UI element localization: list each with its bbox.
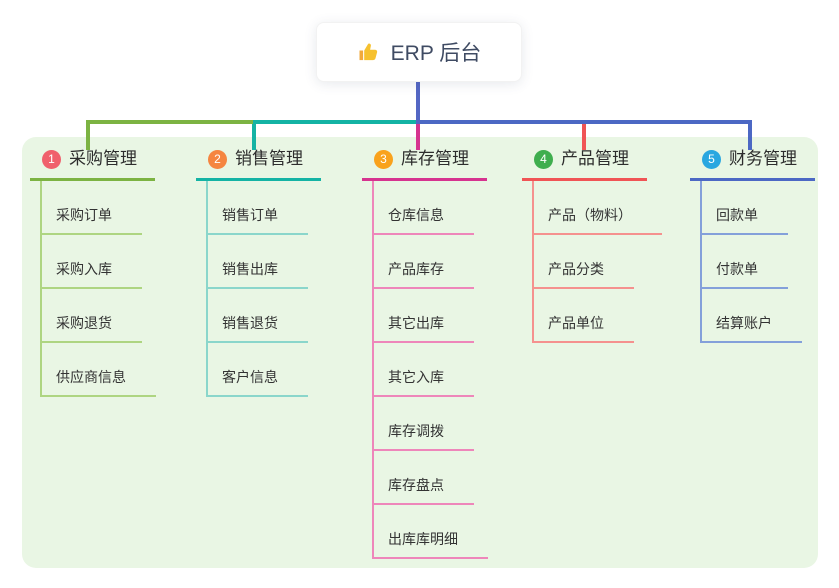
branch-1: 1 采购管理采购订单采购入库采购退货供应商信息 — [30, 147, 156, 397]
branch-5: 5 财务管理回款单付款单结算账户 — [690, 147, 815, 343]
branch-number-badge: 2 — [208, 149, 227, 169]
branch-title-label: 采购管理 — [69, 149, 137, 168]
child-node-row: 结算账户 — [702, 289, 802, 343]
branch-title-node[interactable]: 3 库存管理 — [362, 147, 487, 181]
branch-number-badge: 1 — [42, 149, 61, 169]
child-node[interactable]: 产品单位 — [534, 313, 634, 343]
child-node-row: 供应商信息 — [42, 343, 156, 397]
branch-children: 产品（物料） 产品分类产品单位 — [532, 181, 662, 343]
child-node-row: 其它入库 — [374, 343, 488, 397]
mindmap-root-node[interactable]: ERP 后台 — [316, 22, 522, 82]
child-node-row: 产品单位 — [534, 289, 662, 343]
branch-title-node[interactable]: 5 财务管理 — [690, 147, 815, 181]
child-node-row: 销售出库 — [208, 235, 308, 289]
child-node-row: 产品分类 — [534, 235, 662, 289]
child-node[interactable]: 仓库信息 — [374, 205, 474, 235]
branch-3: 3 库存管理仓库信息产品库存其它出库其它入库库存调拨库存盘点出库库明细 — [362, 147, 488, 559]
child-node-row: 销售退货 — [208, 289, 308, 343]
child-node[interactable]: 付款单 — [702, 259, 788, 289]
child-node[interactable]: 其它出库 — [374, 313, 474, 343]
branch-children: 采购订单采购入库采购退货供应商信息 — [40, 181, 156, 397]
branch-2: 2 销售管理销售订单销售出库销售退货客户信息 — [196, 147, 321, 397]
branch-number-badge: 3 — [374, 149, 393, 169]
child-node[interactable]: 采购退货 — [42, 313, 142, 343]
child-node-row: 库存盘点 — [374, 451, 488, 505]
connector-bus-segment-1 — [86, 120, 253, 124]
branch-title-label: 库存管理 — [401, 149, 469, 168]
child-node[interactable]: 采购入库 — [42, 259, 142, 289]
child-node-row: 产品库存 — [374, 235, 488, 289]
child-node-row: 客户信息 — [208, 343, 308, 397]
branch-children: 销售订单销售出库销售退货客户信息 — [206, 181, 308, 397]
connector-bus-segment-2 — [253, 120, 418, 124]
child-node[interactable]: 库存调拨 — [374, 421, 474, 451]
child-node-row: 出库库明细 — [374, 505, 488, 559]
branch-group-panel — [22, 137, 818, 568]
root-connector-stem — [416, 82, 420, 124]
child-node[interactable]: 销售订单 — [208, 205, 308, 235]
child-node[interactable]: 采购订单 — [42, 205, 142, 235]
child-node[interactable]: 产品库存 — [374, 259, 474, 289]
child-node[interactable]: 销售出库 — [208, 259, 308, 289]
branch-4: 4 产品管理产品（物料） 产品分类产品单位 — [522, 147, 662, 343]
child-node-row: 其它出库 — [374, 289, 488, 343]
child-node[interactable]: 产品（物料） — [534, 205, 662, 235]
branch-title-node[interactable]: 4 产品管理 — [522, 147, 647, 181]
child-node-row: 采购订单 — [42, 181, 156, 235]
child-node-row: 付款单 — [702, 235, 802, 289]
branch-title-label: 产品管理 — [561, 149, 629, 168]
root-node-label: ERP 后台 — [390, 42, 482, 65]
branch-children: 仓库信息产品库存其它出库其它入库库存调拨库存盘点出库库明细 — [372, 181, 488, 559]
child-node-row: 仓库信息 — [374, 181, 488, 235]
child-node-row: 回款单 — [702, 181, 802, 235]
branch-title-node[interactable]: 1 采购管理 — [30, 147, 155, 181]
child-node-row: 库存调拨 — [374, 397, 488, 451]
child-node[interactable]: 结算账户 — [702, 313, 802, 343]
branch-title-node[interactable]: 2 销售管理 — [196, 147, 321, 181]
child-node-row: 采购退货 — [42, 289, 156, 343]
child-node[interactable]: 供应商信息 — [42, 367, 156, 397]
child-node[interactable]: 出库库明细 — [374, 529, 488, 559]
branch-title-label: 销售管理 — [235, 149, 303, 168]
child-node[interactable]: 产品分类 — [534, 259, 634, 289]
connector-bus-segment-3 — [418, 120, 752, 124]
branch-children: 回款单付款单结算账户 — [700, 181, 802, 343]
child-node[interactable]: 客户信息 — [208, 367, 308, 397]
child-node-row: 产品（物料） — [534, 181, 662, 235]
branch-number-badge: 5 — [702, 149, 721, 169]
child-node-row: 销售订单 — [208, 181, 308, 235]
branch-title-label: 财务管理 — [729, 149, 797, 168]
child-node[interactable]: 其它入库 — [374, 367, 474, 397]
branch-number-badge: 4 — [534, 149, 553, 169]
child-node[interactable]: 回款单 — [702, 205, 788, 235]
child-node[interactable]: 销售退货 — [208, 313, 308, 343]
child-node[interactable]: 库存盘点 — [374, 475, 474, 505]
thumbs-up-icon — [357, 40, 381, 64]
child-node-row: 采购入库 — [42, 235, 156, 289]
